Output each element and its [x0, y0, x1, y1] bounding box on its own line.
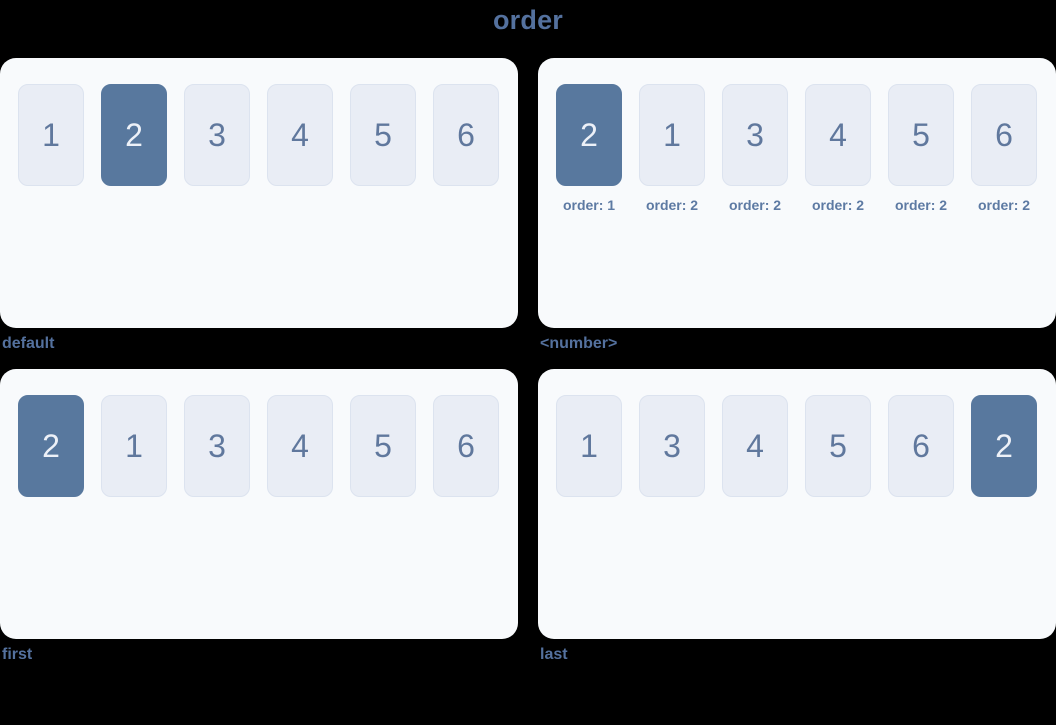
flex-row: 2 order: 1 1 order: 2 3 order: 2 4 order… — [556, 84, 1038, 213]
flex-row: 2 1 3 4 5 6 — [18, 395, 500, 497]
flex-item: 6 order: 2 — [971, 84, 1037, 213]
panel-number: 2 order: 1 1 order: 2 3 order: 2 4 order… — [538, 58, 1056, 328]
demo-cell-default: 1 2 3 4 5 6 default — [0, 58, 518, 369]
flex-item-box: 6 — [888, 395, 954, 497]
flex-item-box: 1 — [18, 84, 84, 186]
demo-cell-last: 1 3 4 5 6 2 last — [538, 369, 1056, 680]
flex-item-box: 3 — [184, 84, 250, 186]
flex-item-box: 1 — [639, 84, 705, 186]
flex-item-box: 3 — [184, 395, 250, 497]
flex-item-box: 4 — [267, 84, 333, 186]
flex-item: 2 order: 1 — [556, 84, 622, 213]
panel-caption-last: last — [540, 646, 568, 663]
order-value-label: order: 2 — [811, 197, 865, 213]
flex-item-box-highlighted: 2 — [101, 84, 167, 186]
flex-item-box-highlighted: 2 — [18, 395, 84, 497]
flex-item-box: 4 — [722, 395, 788, 497]
flex-item-box-highlighted: 2 — [971, 395, 1037, 497]
page-title: order — [492, 5, 564, 35]
panel-caption-first: first — [2, 646, 33, 663]
flex-item-box: 4 — [267, 395, 333, 497]
panel-last: 1 3 4 5 6 2 — [538, 369, 1056, 639]
flex-item-box: 4 — [805, 84, 871, 186]
flex-item-box: 1 — [556, 395, 622, 497]
demo-cell-first: 2 1 3 4 5 6 first — [0, 369, 518, 680]
order-value-label: order: 2 — [977, 197, 1031, 213]
flex-item-box: 5 — [350, 84, 416, 186]
flex-item-box: 6 — [433, 395, 499, 497]
order-value-label: order: 2 — [728, 197, 782, 213]
flex-row: 1 2 3 4 5 6 — [18, 84, 500, 186]
flex-item-box-highlighted: 2 — [556, 84, 622, 186]
demo-grid: 1 2 3 4 5 6 default 2 order: 1 1 order: … — [0, 58, 1056, 680]
demo-cell-number: 2 order: 1 1 order: 2 3 order: 2 4 order… — [538, 58, 1056, 369]
panel-caption-number: <number> — [540, 335, 618, 352]
order-value-label: order: 2 — [894, 197, 948, 213]
flex-item-box: 6 — [433, 84, 499, 186]
flex-item-box: 3 — [722, 84, 788, 186]
order-value-label: order: 2 — [645, 197, 699, 213]
flex-row: 1 3 4 5 6 2 — [556, 395, 1038, 497]
order-value-label: order: 1 — [562, 197, 616, 213]
flex-item-box: 5 — [805, 395, 871, 497]
flex-item-box: 5 — [350, 395, 416, 497]
panel-first: 2 1 3 4 5 6 — [0, 369, 518, 639]
flex-item: 4 order: 2 — [805, 84, 871, 213]
flex-item: 5 order: 2 — [888, 84, 954, 213]
flex-item-box: 6 — [971, 84, 1037, 186]
panel-default: 1 2 3 4 5 6 — [0, 58, 518, 328]
flex-item-box: 5 — [888, 84, 954, 186]
panel-caption-default: default — [2, 335, 55, 352]
flex-item: 1 order: 2 — [639, 84, 705, 213]
flex-item-box: 1 — [101, 395, 167, 497]
flex-item: 3 order: 2 — [722, 84, 788, 213]
flex-item-box: 3 — [639, 395, 705, 497]
